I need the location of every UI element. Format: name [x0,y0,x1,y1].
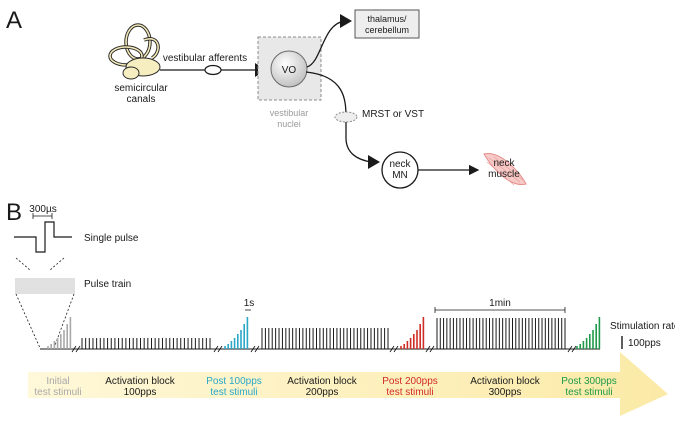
neck-muscle-label-1: neck [493,158,515,169]
pulse-train-glyph [15,278,75,294]
scale-1min-label: 1min [489,298,511,309]
time-break-mark [250,345,260,353]
phase-label-line2: test stimuli [34,387,81,398]
phase-label-line1: Post 300pps [561,376,617,387]
phase-label-line2: test stimuli [210,387,257,398]
phase-label-line1: Post 100pps [206,376,262,387]
time-break-mark [425,345,435,353]
pulse-train-label: Pulse train [84,279,131,290]
phase-label-line2: test stimuli [565,387,612,398]
neck-muscle-fibers [486,156,524,186]
panel-a-letter: A [6,7,22,34]
pulse-zoom-lines [15,257,65,271]
phase-label-line1: Post 200pps [382,376,438,387]
phase-label-line2: 100pps [124,387,157,398]
thalamus-label-2: cerebellum [365,25,409,35]
thalamus-box [354,9,420,39]
phase-arrow [28,352,668,416]
neck-muscle-label-2: muscle [488,169,520,180]
rate-scale-label: 100pps [628,338,661,349]
phase-label-line2: test stimuli [386,387,433,398]
mn-terminal [368,155,380,169]
phase-label-line1: Initial [46,376,69,387]
tract-crosssection [334,111,358,123]
phase-label-line2: 300pps [489,387,522,398]
neck-mn-label-2: MN [392,170,408,181]
pulse-width-label: 300µs [29,204,56,215]
single-pulse-label: Single pulse [84,233,139,244]
single-pulse-waveform [14,221,72,253]
vo-neuron [270,50,308,88]
time-break-mark [213,345,223,353]
scale-1s-label: 1s [244,298,255,309]
phase-label-line1: Activation block [287,376,357,387]
stimulation-rate-label: Stimulation rate [610,321,675,332]
thalamus-label-1: thalamus/ [367,14,407,24]
vestibular-nuclei-label-2: nuclei [277,119,301,129]
semicircular-canals-label-1: semicircular [114,83,168,94]
thalamic-terminal [340,14,352,28]
time-break-mark [71,345,81,353]
vestibular-nuclei-label-1: vestibular [270,108,309,118]
afferent-ganglion [204,64,222,76]
vo-label: VO [282,65,297,76]
time-break-mark [567,345,577,353]
afferents-label: vestibular afferents [163,53,247,64]
vestibular-nuclei-box [257,36,322,101]
thalamic-projection [306,20,345,68]
tract-label: MRST or VST [362,109,424,120]
time-break-mark [389,345,399,353]
semicircular-canals-illustration [108,23,161,80]
semicircular-canals-label-2: canals [127,94,156,105]
phase-label-line1: Activation block [470,376,540,387]
train-zoom-lines [15,293,75,349]
neck-mn-label-1: neck [389,159,411,170]
phase-label-line1: Activation block [105,376,175,387]
panel-b-letter: B [6,199,22,226]
stimulation-timeline [40,317,601,353]
phase-label-line2: 200pps [306,387,339,398]
